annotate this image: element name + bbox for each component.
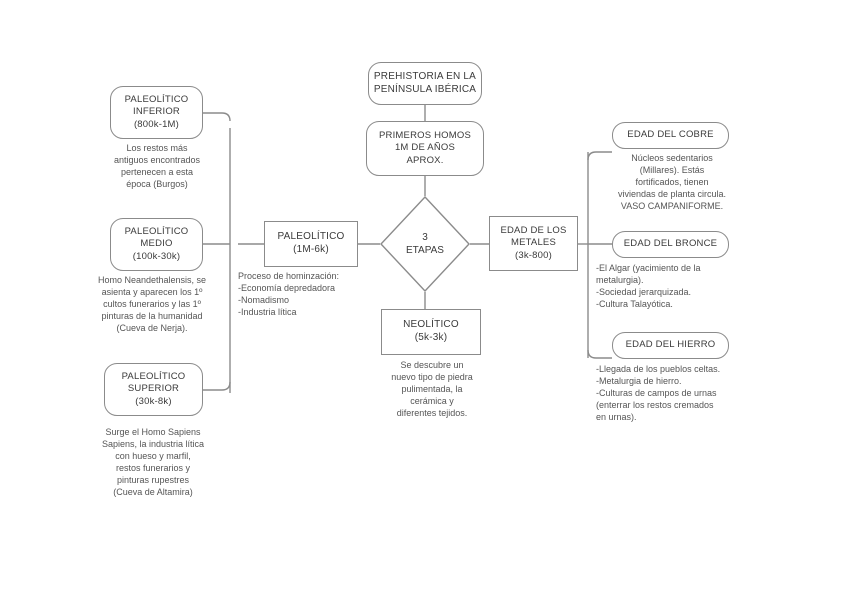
note-paleolitico-superior: Surge el Homo Sapiens Sapiens, la indust… <box>101 427 205 497</box>
node-edad-del-cobre[interactable]: EDAD DEL COBRE <box>612 122 729 149</box>
node-neolitico[interactable]: NEOLÍTICO (5k-3k) <box>381 309 481 355</box>
wire-branch-inferior <box>203 112 231 122</box>
node-paleolitico-superior[interactable]: PALEOLÍTICO SUPERIOR (30k-8k) <box>104 363 203 416</box>
node-edad-de-los-metales[interactable]: EDAD DE LOS METALES (3k-800) <box>489 216 578 271</box>
note-paleolitico: Proceso de hominzación: -Economía depred… <box>238 271 340 317</box>
node-3-etapas[interactable]: 3 ETAPAS <box>380 196 470 292</box>
node-paleolitico-medio[interactable]: PALEOLÍTICO MEDIO (100k-30k) <box>110 218 203 271</box>
wire-branch-hierro <box>587 349 612 359</box>
node-3-etapas-label: 3 ETAPAS <box>406 232 444 256</box>
node-prehistoria-peninsula-iberica[interactable]: PREHISTORIA EN LA PENÍNSULA IBÉRICA <box>368 62 482 105</box>
node-paleolitico[interactable]: PALEOLÍTICO (1M-6k) <box>264 221 358 267</box>
note-paleolitico-inferior: Los restos más antiguos encontrados pert… <box>113 143 201 189</box>
node-primeros-homos[interactable]: PRIMEROS HOMOS 1M DE AÑOS APROX. <box>366 121 484 176</box>
node-edad-del-hierro[interactable]: EDAD DEL HIERRO <box>612 332 729 359</box>
note-neolitico: Se descubre un nuevo tipo de piedra puli… <box>391 360 473 418</box>
node-edad-del-bronce[interactable]: EDAD DEL BRONCE <box>612 231 729 258</box>
note-paleolitico-medio: Homo Neandethalensis, se asienta y apare… <box>97 275 207 333</box>
node-paleolitico-inferior[interactable]: PALEOLÍTICO INFERIOR (800k-1M) <box>110 86 203 139</box>
note-edad-del-bronce: -El Algar (yacimiento de la metalurgia).… <box>596 263 701 309</box>
note-edad-del-hierro: -Llegada de los pueblos celtas. -Metalur… <box>596 364 721 422</box>
note-edad-del-cobre: Núcleos sedentarios (Millares). Estás fo… <box>617 153 727 211</box>
wire-branch-superior <box>203 381 231 391</box>
